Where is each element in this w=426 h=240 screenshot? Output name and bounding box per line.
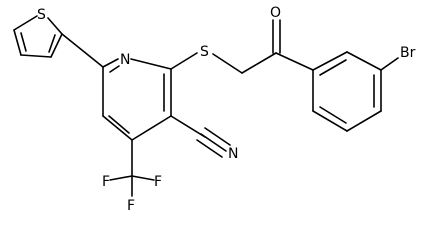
structure-diagram: S N S O Br N F F F xyxy=(13,5,416,214)
ch2-carbonyl-bond xyxy=(241,52,277,74)
pyridine-s-bond xyxy=(170,52,198,70)
c-br-bond xyxy=(380,57,399,71)
nitrile-triple-bond-1 xyxy=(200,133,227,152)
atom-label-br: Br xyxy=(400,45,416,61)
atom-label-s-thiophene: S xyxy=(37,7,46,23)
nitrile-triple-bond-2 xyxy=(204,127,231,146)
bromophenyl-ring xyxy=(312,51,382,132)
thiophene-ring xyxy=(13,15,63,58)
c-f-bond-left xyxy=(109,175,133,181)
s-ch2-bond xyxy=(212,53,243,74)
atom-label-n-pyridine: N xyxy=(120,52,130,68)
c-f-bond-right xyxy=(131,175,155,181)
nitrile-triple-bond-3 xyxy=(196,139,223,158)
atom-label-f-left: F xyxy=(102,174,110,190)
carbonyl-phenyl-bond xyxy=(275,52,314,71)
molecule-drawing: S N S O Br N F F F xyxy=(13,5,416,214)
atom-label-f-bottom: F xyxy=(127,198,135,214)
pyridine-ring xyxy=(102,58,172,141)
atom-label-s-thioether: S xyxy=(200,44,209,60)
thienyl-pyridine-bond xyxy=(61,33,104,68)
atom-label-n-nitrile: N xyxy=(228,146,238,162)
atom-label-f-right: F xyxy=(154,174,162,190)
c-cn-bond xyxy=(170,115,206,138)
atom-label-o: O xyxy=(270,5,281,21)
